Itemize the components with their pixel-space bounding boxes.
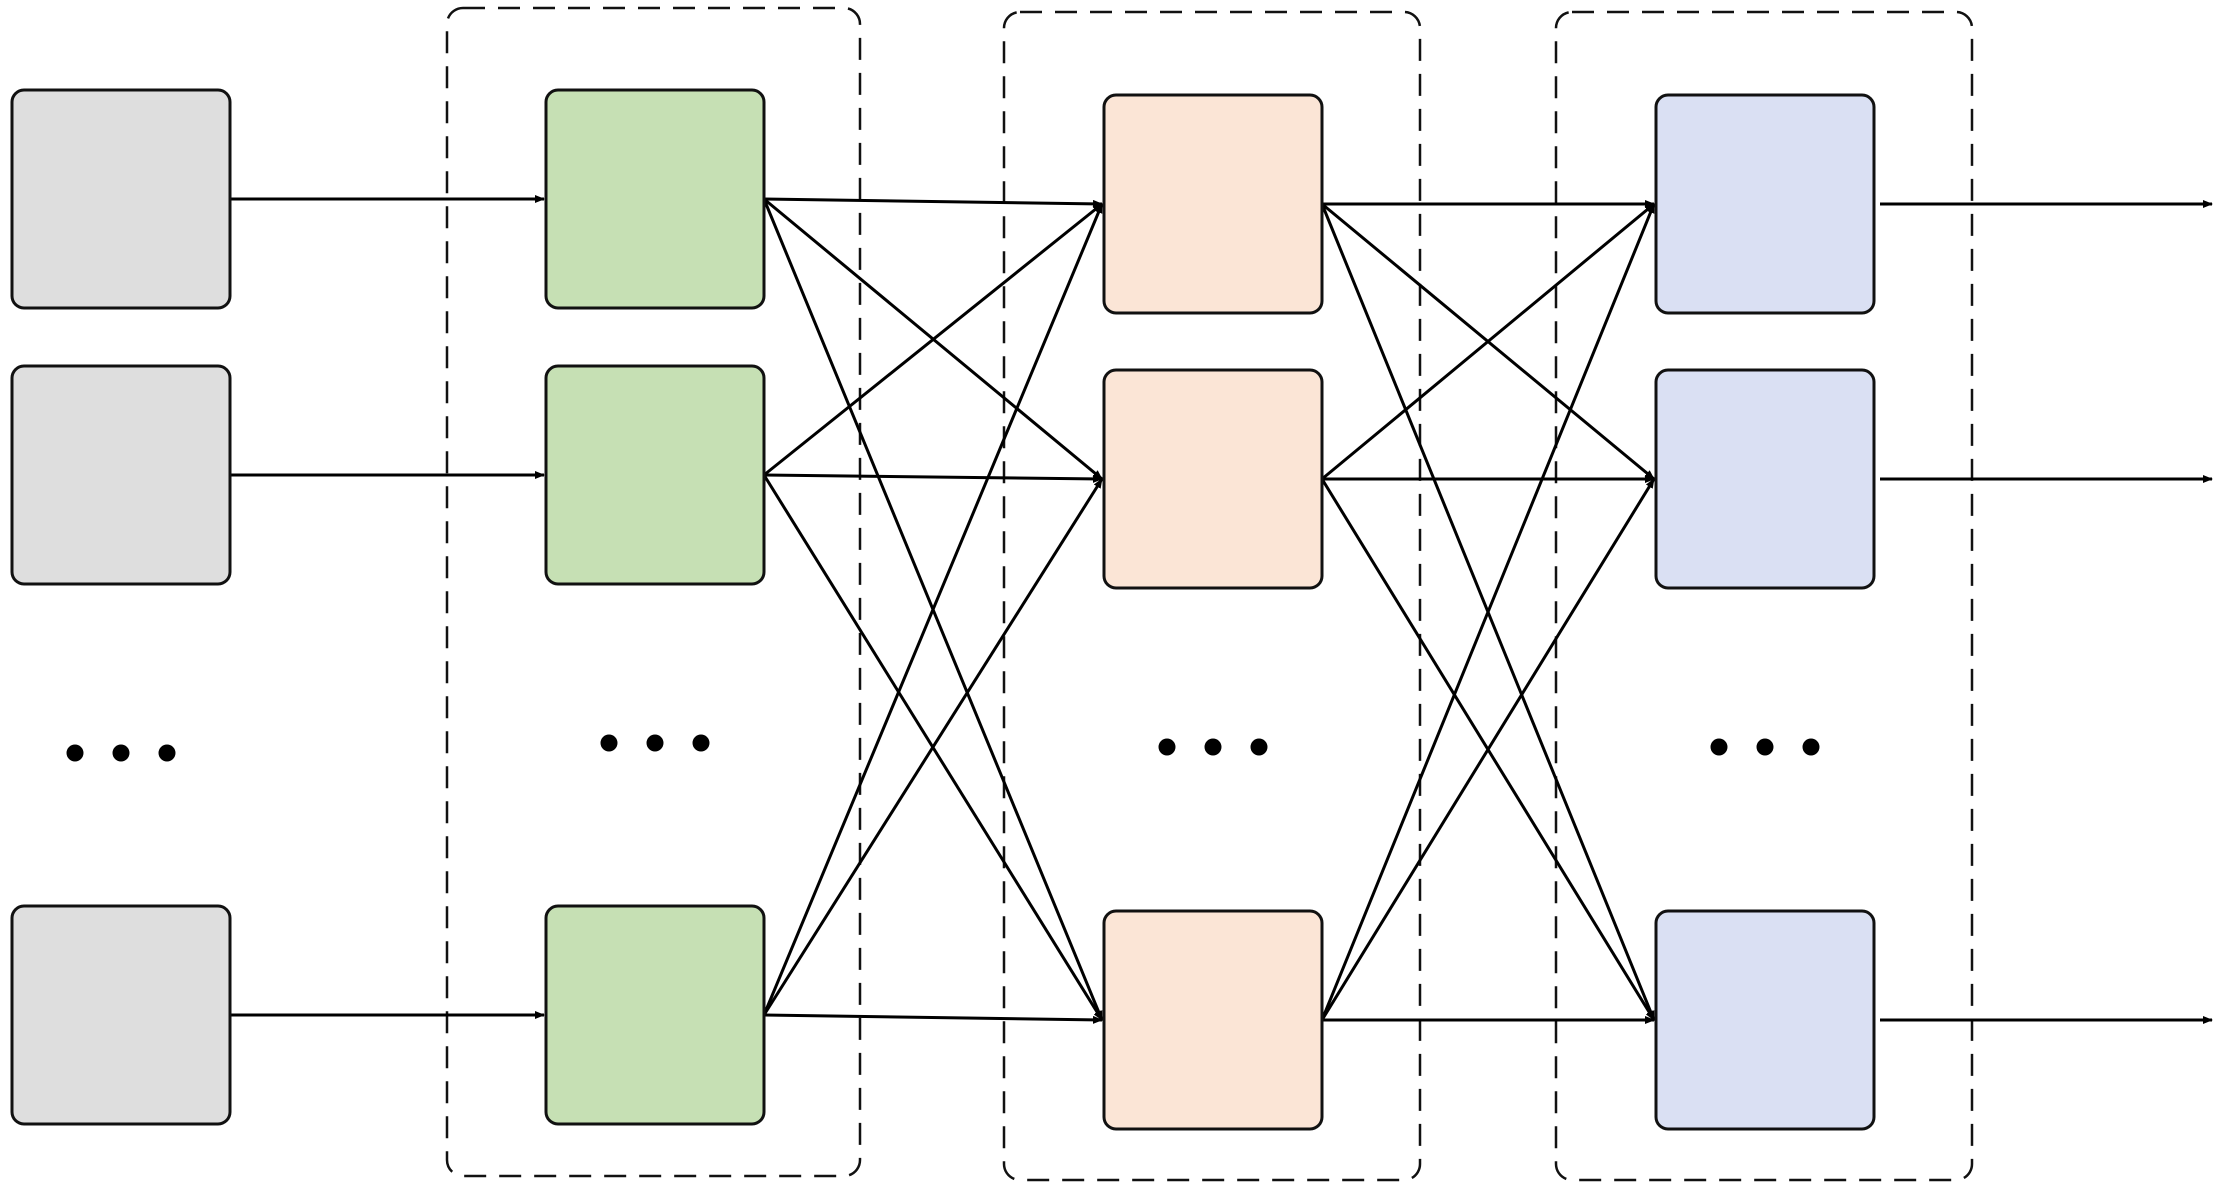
nodes	[10, 88, 1876, 1131]
output-group-box	[1554, 10, 1974, 1182]
hidden-2-group-box	[1002, 10, 1422, 1182]
input-ellipsis-dot-3	[158, 744, 176, 762]
edge-hidden-1-2-to-hidden-2-1	[763, 202, 1103, 477]
hidden-2-ellipsis-dot-2	[1204, 738, 1222, 756]
edge-hidden-2-2-to-output-1	[1321, 202, 1655, 481]
input-ellipsis-dot-1	[66, 744, 84, 762]
edge-hidden-1-3-to-hidden-2-1	[762, 203, 1104, 1016]
edge-hidden-2-3-to-output-1	[1320, 203, 1656, 1021]
connections	[230, 195, 2213, 1024]
hidden-1-node-2	[544, 364, 766, 586]
hidden-2-ellipsis-dot-1	[1158, 738, 1176, 756]
output-node-2	[1654, 368, 1876, 590]
hidden-1-node-1	[544, 88, 766, 310]
hidden-1-ellipsis-dot-1	[600, 734, 618, 752]
ellipses	[66, 734, 1820, 762]
layer-groups	[445, 6, 1974, 1182]
output-node-3	[1654, 909, 1876, 1131]
hidden-2-node-1	[1102, 93, 1324, 315]
input-node-2	[10, 364, 232, 586]
output-node-1	[1654, 93, 1876, 315]
input-node-3	[10, 904, 232, 1126]
hidden-2-node-3	[1102, 909, 1324, 1131]
hidden-1-ellipsis-dot-3	[692, 734, 710, 752]
edge-hidden-1-3-to-hidden-2-2	[762, 478, 1104, 1016]
output-ellipsis-dot-2	[1756, 738, 1774, 756]
edge-hidden-1-2-to-hidden-2-2	[763, 473, 1103, 483]
edge-hidden-2-3-to-output-2	[1320, 478, 1656, 1021]
hidden-1-ellipsis-dot-2	[646, 734, 664, 752]
edge-hidden-1-1-to-hidden-2-1	[763, 197, 1103, 208]
hidden-1-node-3	[544, 904, 766, 1126]
hidden-2-ellipsis-dot-3	[1250, 738, 1268, 756]
output-ellipsis-dot-3	[1802, 738, 1820, 756]
edge-hidden-1-3-to-hidden-2-3	[763, 1013, 1103, 1024]
hidden-1-group-box	[445, 6, 862, 1178]
output-ellipsis-dot-1	[1710, 738, 1728, 756]
input-ellipsis-dot-2	[112, 744, 130, 762]
input-node-1	[10, 88, 232, 310]
hidden-2-node-2	[1102, 368, 1324, 590]
